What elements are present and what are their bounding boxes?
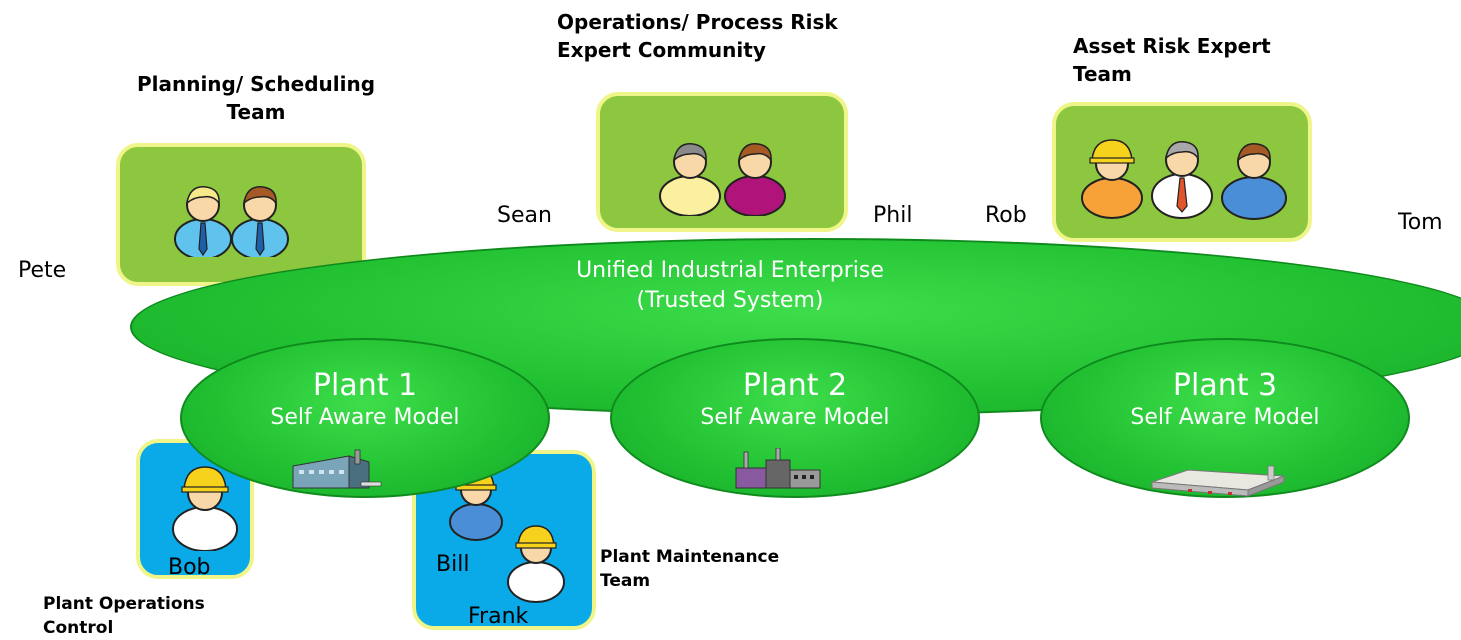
asset-experts-icon <box>1081 139 1287 220</box>
planning-team-title: Planning/ Scheduling Team <box>128 70 384 126</box>
operations-risk-title: Operations/ Process Risk Expert Communit… <box>557 8 887 64</box>
operator-icon <box>172 466 238 551</box>
plant-3-name: Plant 3 <box>1172 368 1278 403</box>
enterprise-label: Unified Industrial Enterprise (Trusted S… <box>560 256 900 316</box>
person-bill: Bill <box>436 552 470 577</box>
asset-risk-box <box>1052 102 1312 242</box>
operations-risk-title-line2: Expert Community <box>557 38 766 62</box>
asset-risk-title-line2: Team <box>1073 62 1132 86</box>
asset-risk-title: Asset Risk Expert Team <box>1073 32 1303 88</box>
refinery-icon <box>735 448 821 489</box>
person-tom: Tom <box>1398 210 1443 235</box>
plant-operations-title-line1: Plant Operations <box>43 594 205 614</box>
enterprise-label-line2: (Trusted System) <box>636 288 824 313</box>
warehouse-icon <box>1151 465 1285 497</box>
operations-risk-title-line1: Operations/ Process Risk <box>557 10 838 34</box>
plant-2-model: Self Aware Model <box>700 405 890 430</box>
person-phil: Phil <box>873 203 913 228</box>
person-bob: Bob <box>168 555 211 580</box>
plant-3-label: Plant 3 Self Aware Model <box>1075 368 1375 432</box>
plant-2-name: Plant 2 <box>742 368 848 403</box>
plant-2-label: Plant 2 Self Aware Model <box>645 368 945 432</box>
plant-1-model: Self Aware Model <box>270 405 460 430</box>
plant-maintenance-title: Plant Maintenance Team <box>600 545 820 593</box>
person-rob: Rob <box>985 203 1027 228</box>
planning-team-title-line2: Team <box>226 100 286 124</box>
plant-1-name: Plant 1 <box>312 368 418 403</box>
experts-icon <box>659 143 786 216</box>
plant-operations-title: Plant Operations Control <box>43 592 263 640</box>
plant-3-ellipse <box>1040 338 1410 498</box>
asset-risk-title-line1: Asset Risk Expert <box>1073 34 1271 58</box>
plant-maintenance-title-line2: Team <box>600 571 651 591</box>
person-sean: Sean <box>497 203 552 228</box>
plant-3-model: Self Aware Model <box>1130 405 1320 430</box>
plant-1-label: Plant 1 Self Aware Model <box>215 368 515 432</box>
factory-icon <box>292 449 382 489</box>
planning-team-title-line1: Planning/ Scheduling <box>136 72 376 96</box>
maintenance-workers-icon <box>449 467 565 603</box>
person-pete: Pete <box>18 258 67 283</box>
enterprise-label-line1: Unified Industrial Enterprise <box>576 258 884 283</box>
planners-icon <box>174 186 289 257</box>
operations-risk-box <box>596 92 848 232</box>
person-frank: Frank <box>468 604 529 629</box>
planning-team-box <box>116 143 366 286</box>
plant-operations-title-line2: Control <box>43 618 114 638</box>
plant-maintenance-title-line1: Plant Maintenance <box>600 547 780 567</box>
